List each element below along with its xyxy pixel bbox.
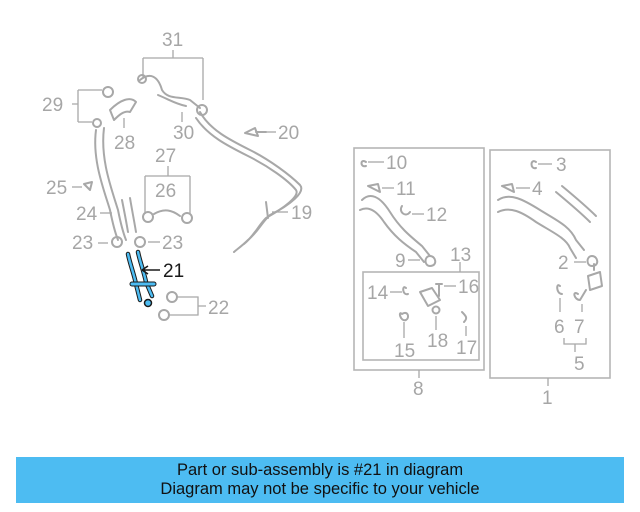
assembly-1-parts (497, 160, 603, 352)
callout-8: 8 (413, 379, 424, 400)
callout-9: 9 (395, 251, 406, 272)
part-24-hose (94, 127, 137, 241)
assembly-8-parts (359, 160, 468, 338)
callout-13: 13 (450, 245, 471, 266)
banner-line-part: Part or sub-assembly is #21 in diagram (176, 461, 464, 479)
callout-27: 27 (155, 146, 176, 167)
callout-31: 31 (162, 30, 183, 51)
callout-25: 25 (46, 178, 67, 199)
callout-16: 16 (458, 277, 479, 298)
callout-22: 22 (208, 298, 229, 319)
assembly-1-box (489, 149, 611, 379)
callout-5: 5 (574, 354, 585, 375)
callout-2: 2 (558, 253, 569, 274)
assembly-13-box (362, 271, 480, 361)
info-banner: Part or sub-assembly is #21 in diagram D… (16, 457, 624, 503)
callout-28: 28 (114, 133, 135, 154)
part-26-27-group (142, 166, 193, 224)
callout-20: 20 (278, 123, 299, 144)
callout-18: 18 (427, 331, 448, 352)
callout-29: 29 (42, 95, 63, 116)
parts-diagram: 31 30 29 28 20 19 27 26 (42, 30, 611, 409)
part-25-clip (72, 181, 93, 191)
callout-23-right: 23 (162, 233, 183, 254)
callout-30: 30 (173, 123, 194, 144)
callout-11: 11 (396, 179, 416, 200)
part-28-hose (109, 98, 137, 121)
callout-15: 15 (394, 341, 415, 362)
callout-23-left: 23 (72, 233, 93, 254)
part-29-group (72, 86, 114, 128)
callout-19: 19 (291, 203, 312, 224)
callout-24: 24 (76, 204, 98, 225)
callout-21: 21 (163, 261, 184, 282)
part-21-hose-highlighted (125, 249, 160, 308)
part-20-bolt (244, 127, 276, 137)
callout-10: 10 (386, 153, 407, 174)
callout-17: 17 (456, 338, 477, 359)
part-23-clamps (98, 236, 160, 248)
callout-6: 6 (554, 317, 565, 338)
callout-7: 7 (574, 317, 585, 338)
callout-26: 26 (155, 181, 176, 202)
banner-line-disclaimer: Diagram may not be specific to your vehi… (160, 480, 480, 498)
callout-14: 14 (367, 283, 389, 304)
part-31-group (137, 50, 208, 116)
callout-12: 12 (426, 205, 447, 226)
callout-1: 1 (542, 388, 553, 409)
callout-3: 3 (556, 155, 567, 176)
part-22-group (158, 291, 206, 321)
callout-4: 4 (532, 179, 543, 200)
part-19-pipe (195, 111, 303, 253)
